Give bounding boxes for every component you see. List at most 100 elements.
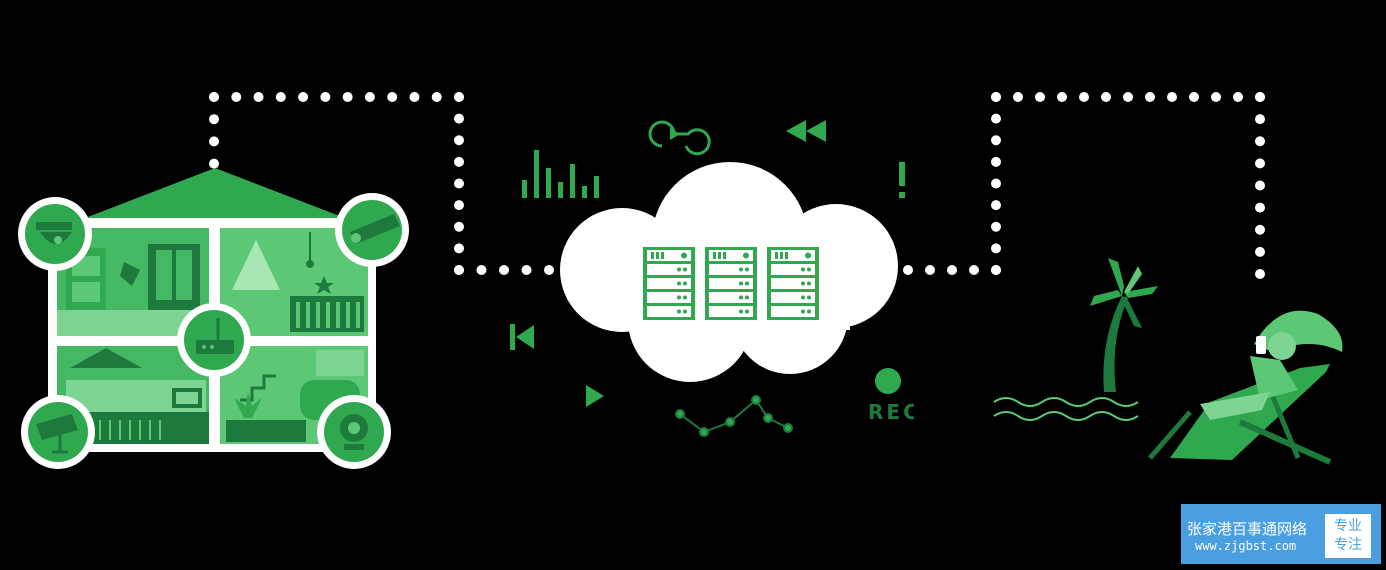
server-led (656, 252, 659, 259)
connector-dot (1255, 114, 1265, 125)
server-status-light (745, 281, 749, 286)
server-status-light (677, 309, 681, 314)
connector-dot (454, 265, 464, 275)
connector-dot (1233, 92, 1243, 102)
connector-dot (991, 200, 1001, 211)
router-icon (177, 303, 251, 377)
connector-dot (231, 92, 242, 102)
connector-dot (320, 92, 331, 102)
server-rack-icon (643, 247, 695, 320)
connector-dot (454, 200, 464, 211)
server-unit (709, 264, 753, 275)
server-status-light (739, 267, 743, 272)
palm-tree-icon (1090, 258, 1158, 392)
server-unit (709, 292, 753, 303)
connector-dot (298, 92, 309, 102)
server-status-light (807, 295, 811, 300)
server-unit (709, 306, 753, 317)
connector-dot (521, 265, 532, 275)
bar-chart-bar (570, 164, 575, 198)
watermark-badge: 专业 专注 (1325, 514, 1371, 558)
connector-dot (499, 265, 509, 275)
connector-dot (544, 265, 554, 275)
connector-dot (209, 92, 219, 102)
server-status-light (801, 281, 805, 286)
play-icon (586, 385, 604, 407)
connector-dot (1255, 92, 1265, 102)
server-rack-icon (767, 247, 819, 320)
connector-dot (387, 92, 398, 102)
server-status-light (807, 281, 811, 286)
connector-dot (431, 92, 442, 102)
server-unit (647, 264, 691, 275)
connector-dot (1079, 92, 1089, 102)
connector-dot (454, 221, 464, 232)
connector-dot (991, 178, 1001, 189)
server-status-light (743, 252, 749, 259)
line-graph-point (725, 417, 735, 427)
server-status-light (739, 309, 743, 314)
connector-dot (275, 92, 286, 102)
connector-dot (454, 113, 464, 124)
watermark-badge-line2: 专注 (1334, 537, 1362, 553)
server-unit (709, 250, 753, 261)
server-unit (771, 278, 815, 289)
connector-dot (1255, 224, 1265, 235)
server-unit (709, 278, 753, 289)
dome-camera-icon (18, 197, 92, 271)
line-graph-point (783, 423, 793, 433)
connector-dot (1255, 158, 1265, 169)
bar-chart-bar (594, 176, 599, 198)
waves (993, 397, 1139, 421)
connector-dot (1101, 92, 1111, 102)
record-dot-icon (875, 368, 901, 394)
connector-dot (903, 265, 913, 275)
server-status-light (801, 267, 805, 272)
server-unit (771, 250, 815, 261)
server-unit (647, 292, 691, 303)
connector-dot (991, 243, 1001, 254)
connector-dot (969, 265, 979, 275)
line-graph-point (751, 395, 761, 405)
connector-dot (1145, 92, 1155, 102)
server-unit (771, 292, 815, 303)
connector-dot (454, 135, 464, 146)
house-roof (80, 168, 350, 220)
connector-dot (454, 243, 464, 254)
server-unit (647, 278, 691, 289)
connector-dot (1167, 92, 1177, 102)
server-status-light (681, 252, 687, 259)
connector-dot (1189, 92, 1199, 102)
security-camera-icon (21, 395, 95, 469)
server-led (780, 252, 783, 259)
connector-dot (454, 92, 464, 102)
server-unit (771, 264, 815, 275)
skip-back-icon (510, 324, 534, 350)
dotted-connector-left (209, 92, 554, 275)
room-lounge (220, 346, 368, 444)
server-status-light (801, 295, 805, 300)
connector-dot (1255, 269, 1265, 279)
server-status-light (683, 281, 687, 286)
server-led (651, 252, 654, 259)
server-status-light (745, 309, 749, 314)
connector-dot (1255, 246, 1265, 257)
server-status-light (739, 281, 743, 286)
bullet-camera-icon (335, 193, 409, 267)
bar-chart-bar (534, 150, 539, 198)
connector-dot (1057, 92, 1067, 102)
connector-dot (925, 265, 935, 275)
server-led (713, 252, 716, 259)
rewind-icon (786, 120, 826, 142)
alert-icon (899, 162, 905, 198)
bar-chart-bar (546, 168, 551, 198)
dotted-connector-right (903, 92, 1265, 279)
webcam-icon (317, 395, 391, 469)
server-status-light (677, 295, 681, 300)
connector-dot (454, 156, 464, 167)
connector-dot (1013, 92, 1023, 102)
refresh-icon (648, 120, 711, 156)
server-unit (647, 306, 691, 317)
watermark-badge-line1: 专业 (1334, 518, 1362, 534)
connector-dot (342, 92, 353, 102)
